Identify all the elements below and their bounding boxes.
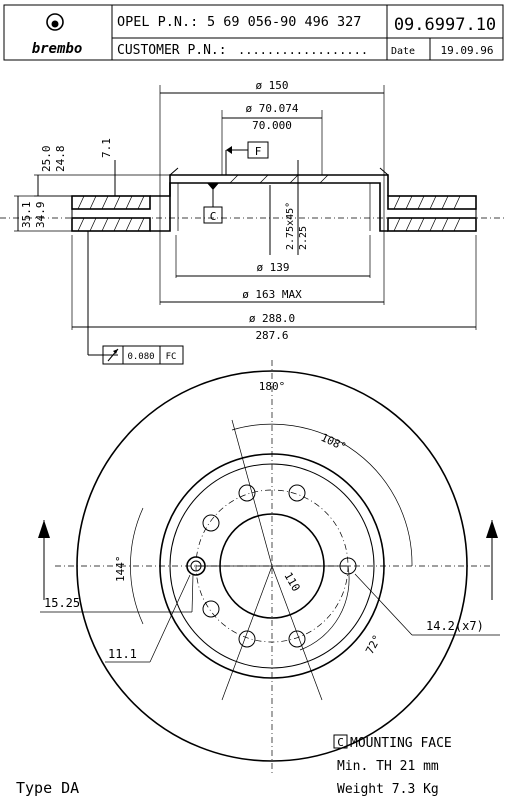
angle-180: 180° [259,380,286,393]
bolt-holes [202,484,357,648]
customer-value: .................. [238,43,368,57]
dim-c225: 2.25 [298,226,309,250]
angle-108: 108° [319,431,349,454]
dim-d163-max: ø 163 MAX [242,288,302,301]
type-label: Type DA [16,779,79,797]
min-thickness: Min. TH 21 mm [337,759,439,774]
brembo-logo: brembo [32,13,83,57]
dim-d70-min: 70.000 [252,119,292,132]
front-view: 180° 108° 144° 72° 110 15.25 11.1 14.2(x… [38,360,500,775]
dim-15-25: 15.25 [44,596,80,610]
oem-label: OPEL P.N.: [117,14,198,30]
runout-reference: FC [166,352,177,362]
date-label: Date [391,46,415,57]
date-value: 19.09.96 [441,44,494,57]
dim-11-1: 11.1 [108,647,137,661]
dim-d139: ø 139 [256,261,289,274]
hole-spec: 14.2(x7) [426,619,484,633]
title-block: brembo OPEL P.N.: 5 69 056-90 496 327 CU… [3,4,504,61]
dim-d150: ø 150 [255,79,288,92]
dim-h248: 24.8 [54,146,67,173]
dim-h71: 7.1 [100,138,113,158]
pcd-110: 110 [281,570,302,594]
dim-d288: ø 288.0 [249,312,295,325]
oem-value: 5 69 056-90 496 327 [207,14,361,30]
datum-c-label: C [210,210,217,223]
customer-label: CUSTOMER P.N.: [117,43,227,58]
dim-d70-max: ø 70.074 [246,102,299,115]
dim-h351: 35.1 [20,202,33,229]
runout-tolerance: 0.080 [127,352,154,362]
dim-d2876: 287.6 [255,329,288,342]
dim-h25: 25.0 [40,146,53,173]
angle-72: 72° [363,633,384,657]
notes-block: C MOUNTING FACE Min. TH 21 mm Weight 7.3… [16,734,452,797]
weight: Weight 7.3 Kg [337,782,439,797]
angle-144: 144° [114,556,127,583]
datum-f-label: F [255,145,262,158]
section-view: F C 0.080 FC ø 150 ø 70.074 70.000 ø 139… [0,79,507,365]
mounting-face-text: MOUNTING FACE [350,736,452,751]
mounting-face-box: C [337,736,344,749]
dim-chamfer: 2.75x45° [285,202,296,250]
part-number: 09.6997.10 [394,15,496,35]
brand-name: brembo [32,41,83,57]
dim-h349: 34.9 [34,202,47,229]
